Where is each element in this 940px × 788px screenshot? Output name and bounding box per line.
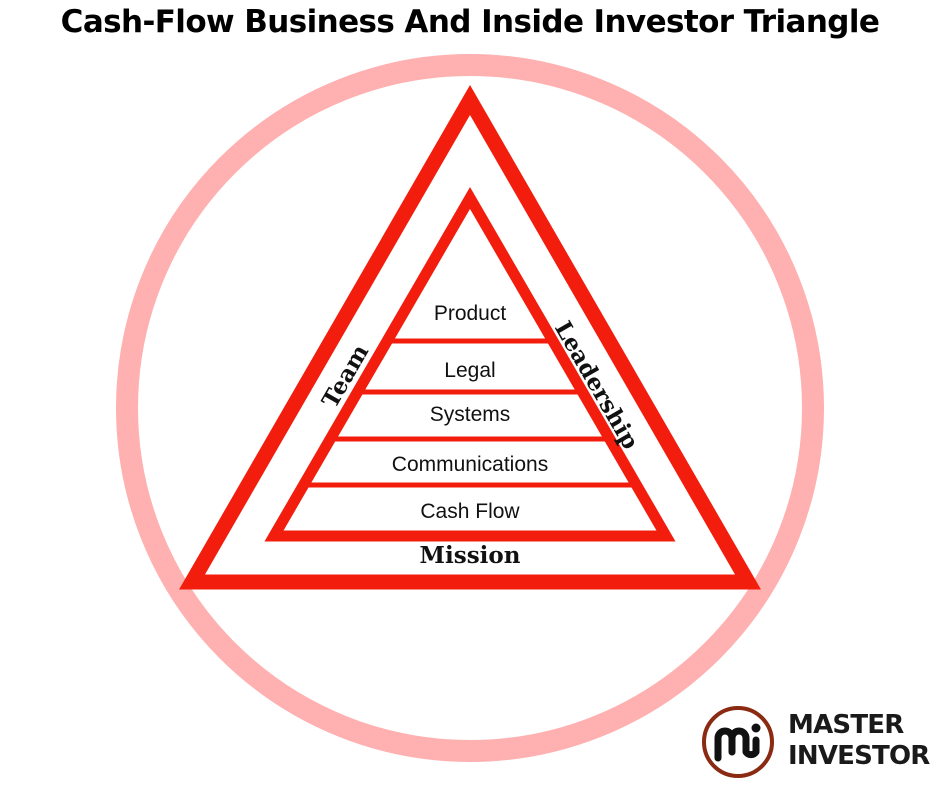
background-circle: [116, 54, 824, 762]
tier-label-communications: Communications: [392, 453, 548, 476]
inner-triangle: [264, 187, 676, 542]
page-title: Cash-Flow Business And Inside Investor T…: [60, 4, 880, 40]
logo-wordmark: MASTER INVESTOR: [788, 710, 930, 772]
tier-label-legal: Legal: [444, 359, 495, 382]
tier-label-systems: Systems: [430, 403, 511, 426]
logo-line-2: INVESTOR: [788, 741, 930, 771]
logo-line-1: MASTER: [788, 710, 904, 740]
master-investor-logo: MASTER INVESTOR: [698, 702, 938, 782]
mi-logo-icon: [702, 706, 774, 778]
base-label-mission: Mission: [420, 542, 521, 569]
tier-label-product: Product: [434, 302, 507, 325]
outer-triangle: [179, 84, 761, 590]
tier-label-cash-flow: Cash Flow: [420, 500, 520, 523]
